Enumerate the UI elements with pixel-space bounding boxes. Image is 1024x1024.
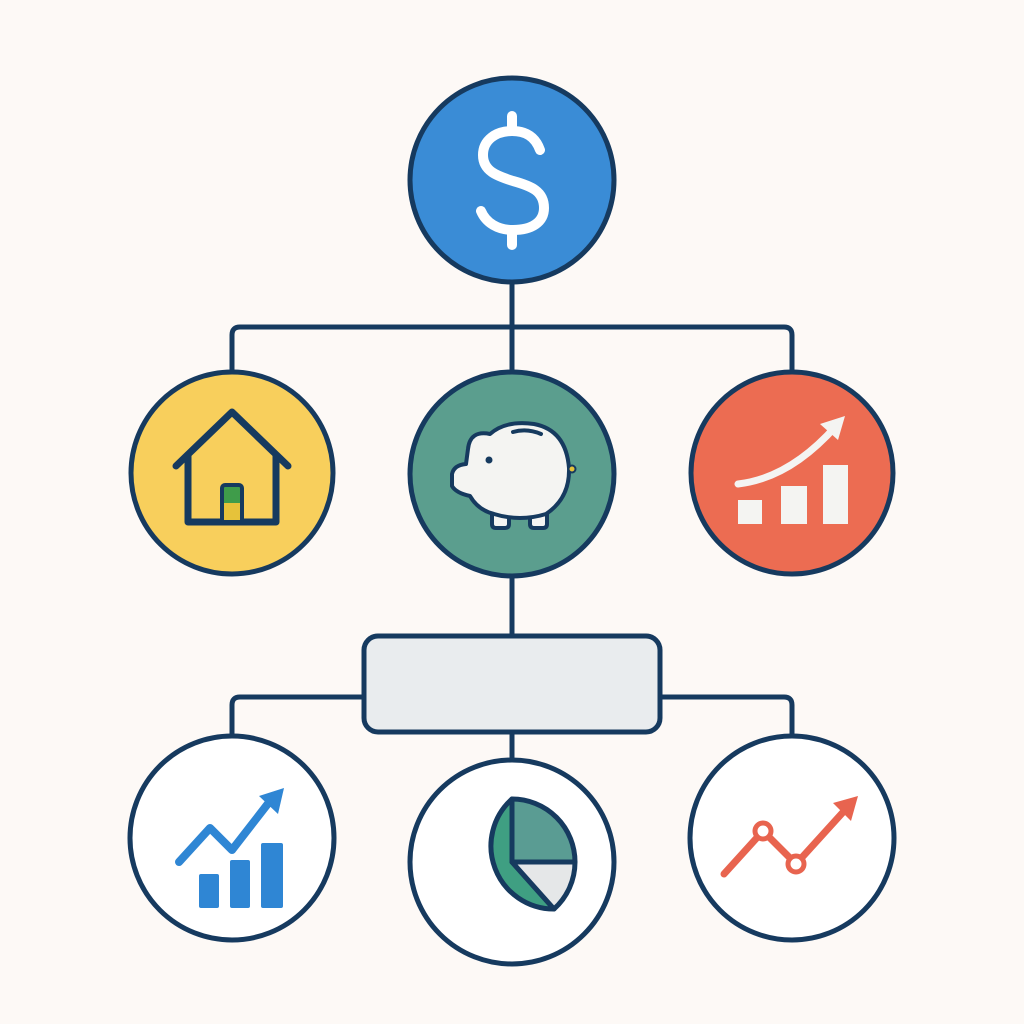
dollar-sign-icon xyxy=(476,111,549,250)
home-circle xyxy=(128,369,336,577)
growth-node xyxy=(688,369,896,577)
category-box xyxy=(361,633,663,735)
trend-node xyxy=(687,733,897,943)
connector-level1-bus xyxy=(229,324,795,375)
home-node xyxy=(128,369,336,577)
connector-box-right xyxy=(657,694,795,741)
connector-box-left xyxy=(229,694,367,741)
stocks-circle xyxy=(127,733,337,943)
savings-node xyxy=(407,369,617,579)
house-icon xyxy=(172,408,292,526)
stocks-node xyxy=(127,733,337,943)
pie-chart-icon xyxy=(488,796,578,912)
line-chart-icon xyxy=(720,796,858,878)
connector-lines xyxy=(229,277,795,765)
trend-circle xyxy=(687,733,897,943)
piggy-bank-icon xyxy=(450,421,577,530)
rising-bar-chart-icon xyxy=(175,788,284,908)
allocation-node xyxy=(407,757,617,967)
bar-chart-with-arrow-icon xyxy=(734,416,848,524)
growth-circle xyxy=(688,369,896,577)
root-node xyxy=(407,75,617,285)
